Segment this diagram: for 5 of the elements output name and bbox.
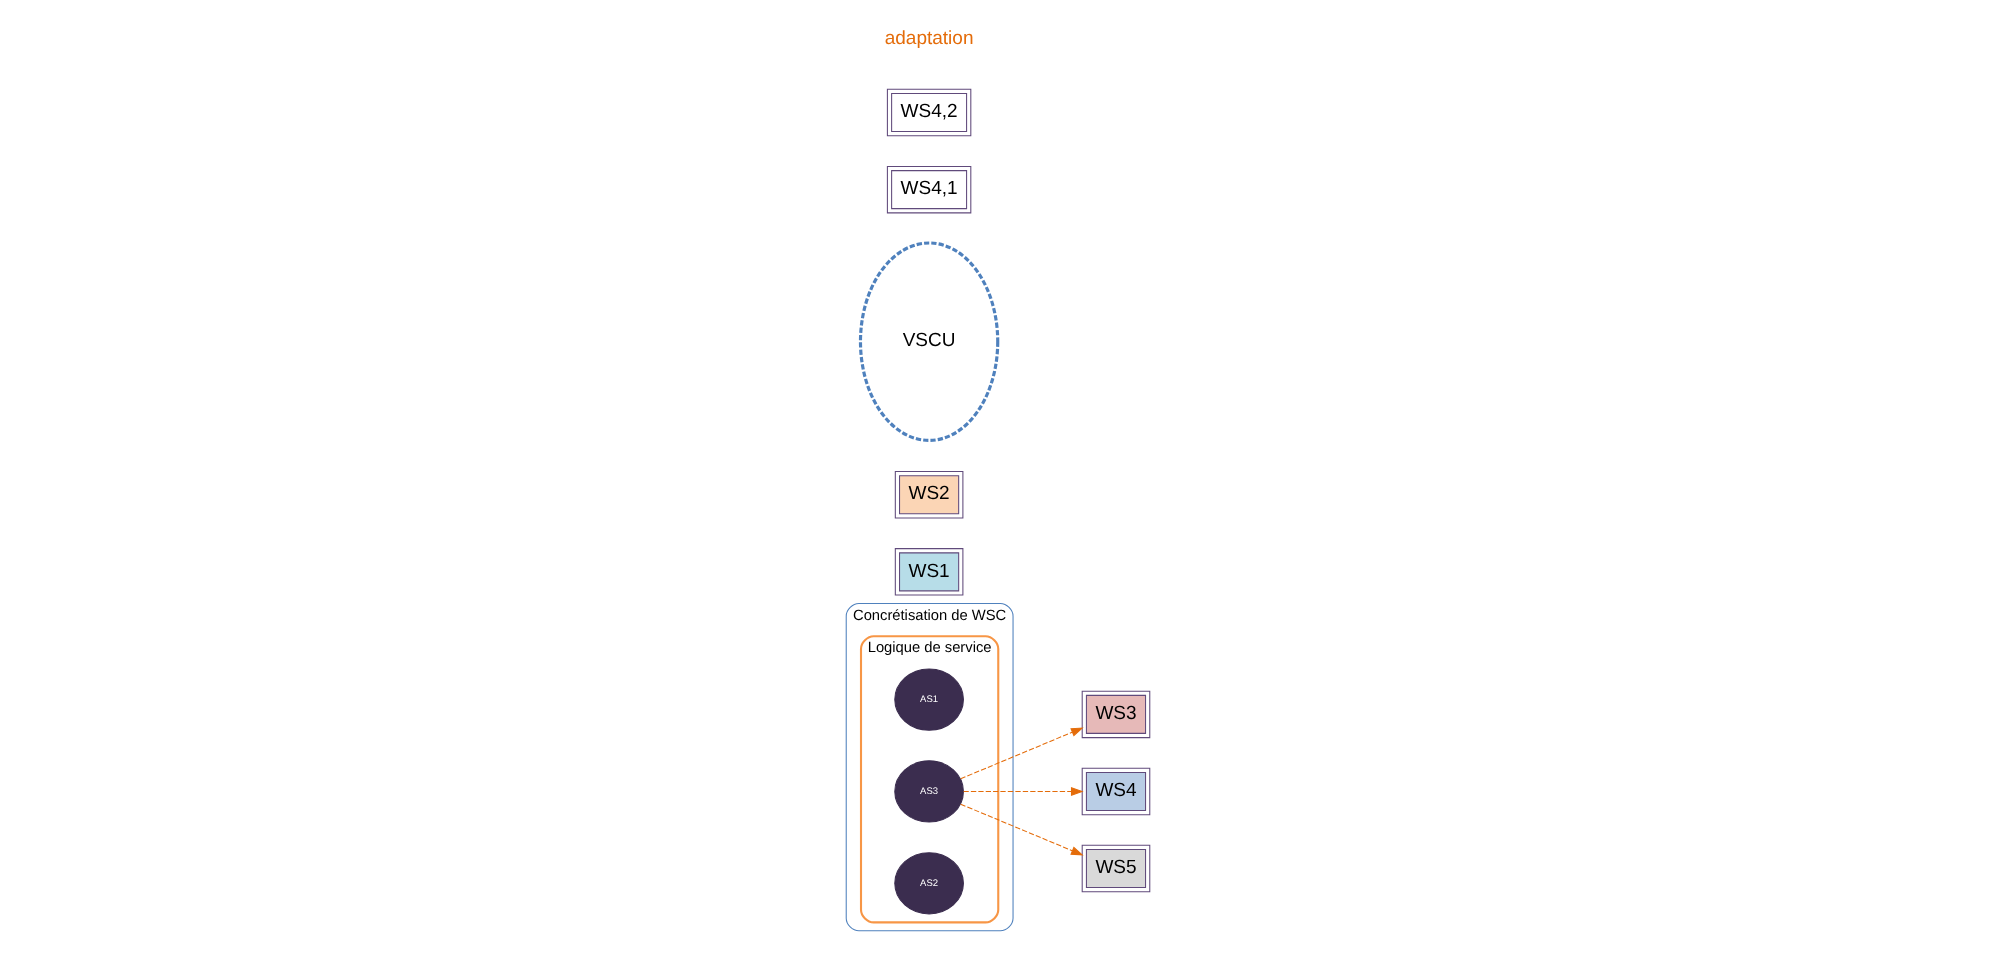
arrow — [960, 803, 1084, 856]
arrow — [963, 787, 1084, 796]
label: adaptation — [884, 28, 974, 51]
node-ellipse: VSCU — [858, 241, 1000, 442]
arrow — [960, 727, 1084, 780]
